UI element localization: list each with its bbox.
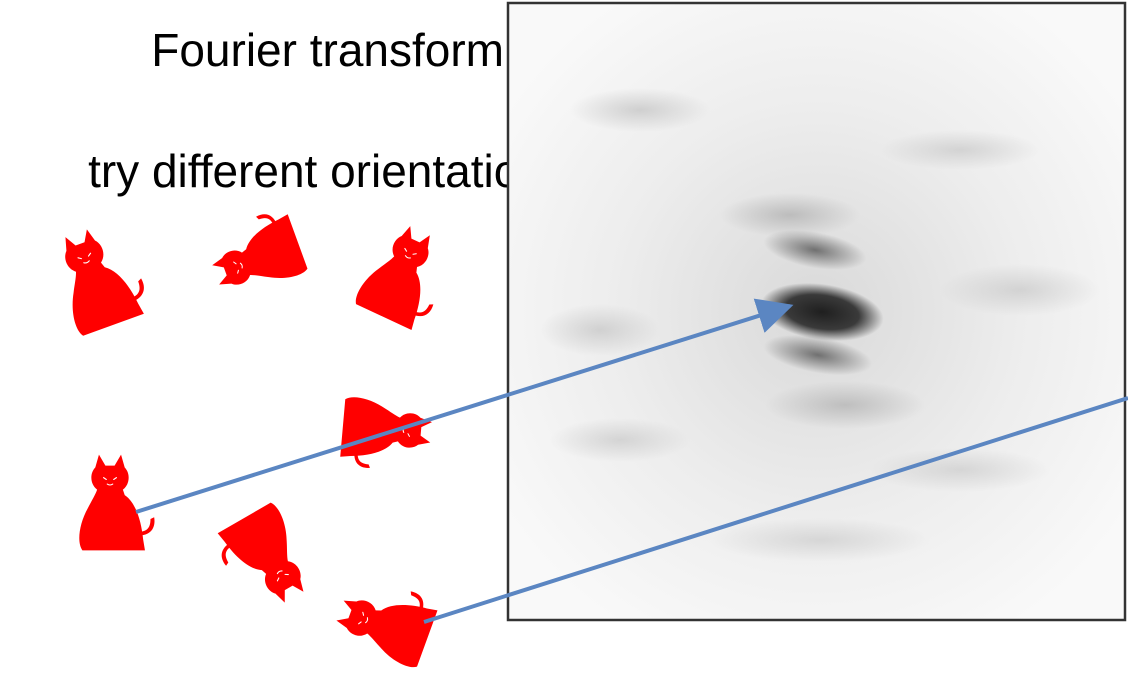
diffraction-pattern [540, 88, 1100, 562]
cat-tilted-top-right [352, 217, 461, 335]
connector-arrows [135, 298, 1128, 624]
faint-band-right [940, 264, 1100, 316]
arrow-upright-cat-to-center [135, 298, 794, 514]
outer-ring-upper [720, 193, 860, 237]
arrow-lying-cat-to-edge [423, 396, 1128, 624]
faint-band-left [540, 304, 660, 356]
faint-band-upper-right [880, 130, 1040, 170]
faint-band-bottom [710, 518, 930, 562]
faint-band-lower-right [870, 448, 1050, 492]
title-line-2: try different orientations [88, 145, 568, 197]
faint-band-upper-left [570, 88, 710, 132]
cat-sideways-top-middle [201, 205, 309, 303]
cat-upright-reference [78, 454, 156, 551]
fringe-upper [763, 230, 867, 270]
faint-band-lower-left [550, 418, 690, 462]
fringe-lower [763, 334, 873, 376]
title-line-1: Fourier transform, [151, 24, 517, 76]
outer-ring-lower [765, 381, 925, 429]
cat-figures [45, 205, 461, 670]
cat-inverted-bottom-middle [209, 500, 321, 620]
cat-upright-left [45, 216, 154, 338]
diffraction-pattern-frame [506, 1, 1127, 622]
